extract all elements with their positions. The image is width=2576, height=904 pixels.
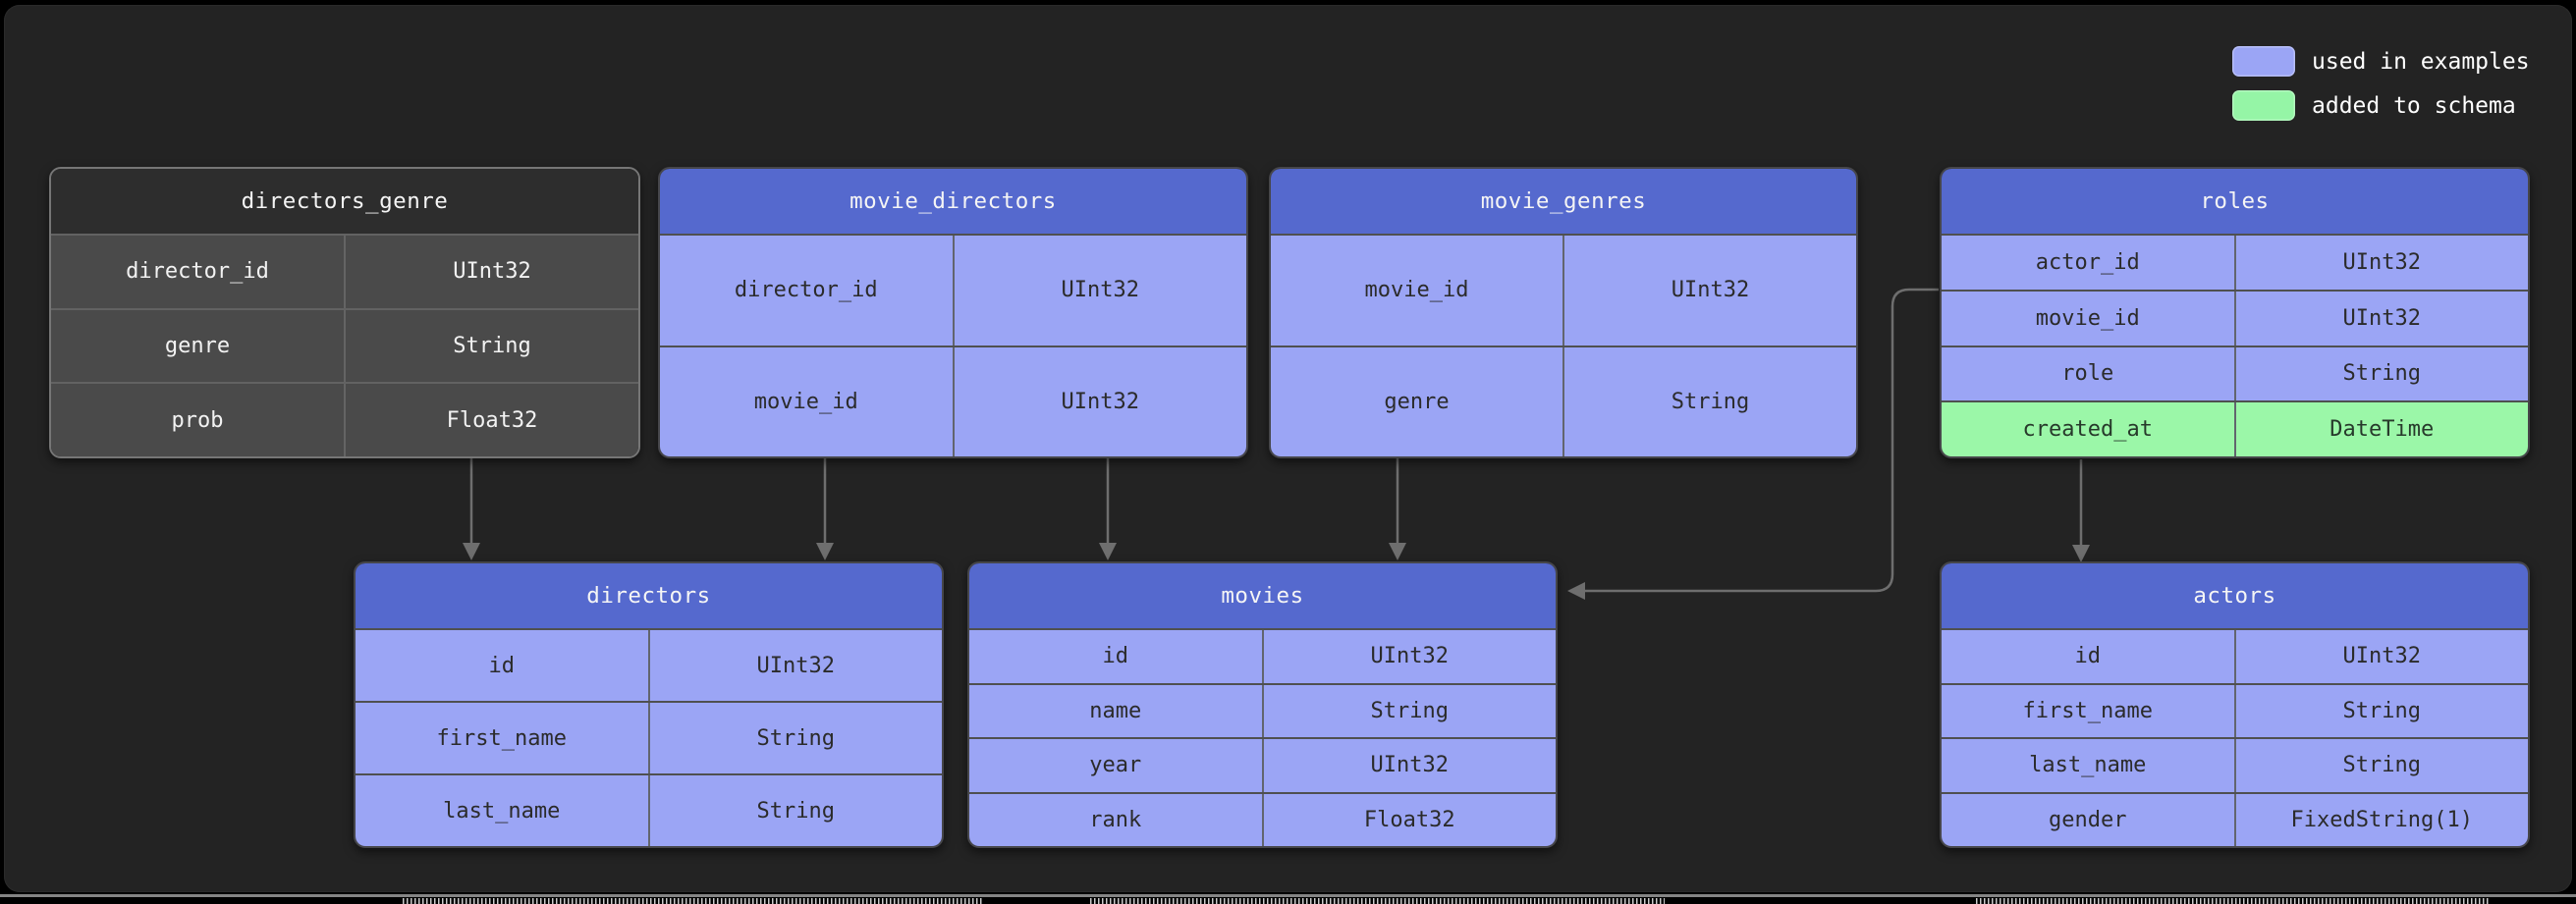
legend-item-used-in-examples: used in examples <box>2232 46 2530 77</box>
column-type-cell: String <box>647 703 942 773</box>
legend-swatch-green <box>2232 90 2295 121</box>
table-row: year UInt32 <box>969 737 1556 792</box>
column-type-cell: UInt32 <box>647 630 942 701</box>
table-title: actors <box>1942 563 2528 628</box>
column-name-cell: last_name <box>1942 739 2234 792</box>
column-type-cell: String <box>2233 684 2528 737</box>
legend-label: added to schema <box>2312 92 2516 119</box>
table-title: directors <box>356 563 942 628</box>
column-type-cell: UInt32 <box>1261 630 1556 683</box>
column-type-cell: UInt32 <box>1562 236 1856 346</box>
table-movie-genres: movie_genres movie_id UInt32 genre Strin… <box>1269 167 1858 458</box>
column-name-cell: id <box>356 630 648 701</box>
table-row: rank Float32 <box>969 791 1556 846</box>
table-title: movie_genres <box>1271 169 1856 234</box>
column-type-cell: UInt32 <box>2233 630 2528 683</box>
table-roles: roles actor_id UInt32 movie_id UInt32 ro… <box>1940 167 2530 458</box>
table-actors: actors id UInt32 first_name String last_… <box>1940 561 2530 848</box>
table-row: gender FixedString(1) <box>1942 791 2528 846</box>
table-title: roles <box>1942 169 2528 234</box>
column-type-cell: String <box>1562 346 1856 456</box>
column-name-cell: director_id <box>660 236 953 346</box>
table-row: genre String <box>1271 345 1856 456</box>
column-type-cell: String <box>344 309 638 383</box>
table-row: prob Float32 <box>51 382 638 456</box>
table-title: movies <box>969 563 1556 628</box>
column-type-cell: UInt32 <box>1261 739 1556 792</box>
column-name-cell: rank <box>969 793 1262 846</box>
column-name-cell: movie_id <box>660 346 953 456</box>
column-type-cell: UInt32 <box>2233 291 2528 346</box>
column-name-cell: first_name <box>356 703 648 773</box>
table-row: movie_id UInt32 <box>1942 289 2528 346</box>
table-row: first_name String <box>1942 682 2528 737</box>
column-name-cell: year <box>969 739 1262 792</box>
legend-item-added-to-schema: added to schema <box>2232 90 2530 121</box>
table-row: movie_id UInt32 <box>660 345 1246 456</box>
column-name-cell: director_id <box>51 236 344 308</box>
background-text-sliver <box>403 898 982 904</box>
column-type-cell: UInt32 <box>952 346 1246 456</box>
table-row: id UInt32 <box>1942 628 2528 683</box>
column-type-cell: String <box>2233 346 2528 401</box>
table-row: genre String <box>51 307 638 383</box>
column-name-cell: movie_id <box>1271 236 1562 346</box>
background-window-edge <box>0 894 2576 897</box>
column-type-cell: DateTime <box>2233 402 2528 456</box>
table-movies: movies id UInt32 name String year UInt32… <box>967 561 1558 848</box>
column-name-cell: genre <box>51 309 344 383</box>
column-type-cell: String <box>2233 739 2528 792</box>
table-row: id UInt32 <box>969 628 1556 683</box>
column-name-cell: id <box>969 630 1262 683</box>
column-type-cell: String <box>1261 684 1556 737</box>
column-name-cell: prob <box>51 384 344 456</box>
table-row: first_name String <box>356 701 942 773</box>
column-name-cell: genre <box>1271 346 1562 456</box>
table-row: movie_id UInt32 <box>1271 234 1856 346</box>
table-directors-genre: directors_genre director_id UInt32 genre… <box>49 167 640 458</box>
table-movie-directors: movie_directors director_id UInt32 movie… <box>658 167 1248 458</box>
table-row: last_name String <box>1942 737 2528 792</box>
column-name-cell: gender <box>1942 793 2234 846</box>
column-name-cell: role <box>1942 346 2234 401</box>
table-row-added-to-schema: created_at DateTime <box>1942 400 2528 456</box>
column-name-cell: last_name <box>356 775 648 846</box>
column-name-cell: id <box>1942 630 2234 683</box>
column-name-cell: created_at <box>1942 402 2234 456</box>
column-type-cell: String <box>647 775 942 846</box>
table-title: movie_directors <box>660 169 1246 234</box>
column-name-cell: movie_id <box>1942 291 2234 346</box>
column-type-cell: UInt32 <box>344 236 638 308</box>
column-type-cell: FixedString(1) <box>2233 793 2528 846</box>
table-title: directors_genre <box>51 169 638 234</box>
column-type-cell: Float32 <box>1261 793 1556 846</box>
column-name-cell: actor_id <box>1942 236 2234 290</box>
background-text-sliver <box>1976 898 2489 904</box>
legend-label: used in examples <box>2312 48 2530 75</box>
legend: used in examples added to schema <box>2232 46 2530 134</box>
table-row: last_name String <box>356 773 942 846</box>
table-row: role String <box>1942 345 2528 401</box>
column-type-cell: UInt32 <box>2233 236 2528 290</box>
legend-swatch-blue <box>2232 46 2295 77</box>
table-row: actor_id UInt32 <box>1942 234 2528 290</box>
column-type-cell: UInt32 <box>952 236 1246 346</box>
column-name-cell: first_name <box>1942 684 2234 737</box>
column-type-cell: Float32 <box>344 384 638 456</box>
column-name-cell: name <box>969 684 1262 737</box>
table-row: name String <box>969 682 1556 737</box>
table-row: director_id UInt32 <box>660 234 1246 346</box>
background-text-sliver <box>1090 898 1665 904</box>
table-row: director_id UInt32 <box>51 234 638 308</box>
table-directors: directors id UInt32 first_name String la… <box>354 561 944 848</box>
table-row: id UInt32 <box>356 628 942 701</box>
